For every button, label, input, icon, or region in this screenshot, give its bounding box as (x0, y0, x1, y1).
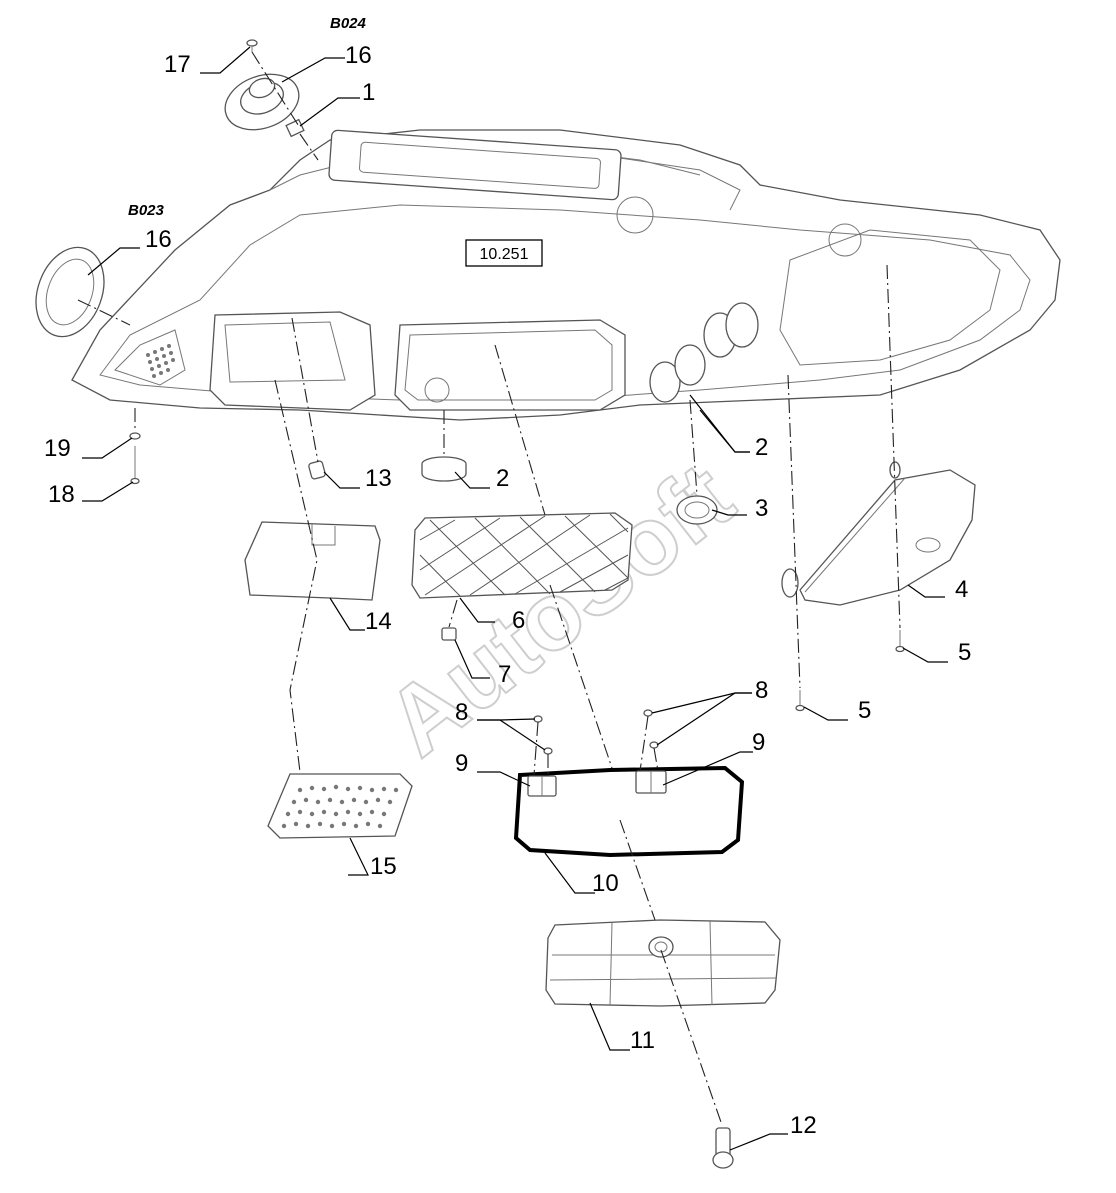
callout-8-left: 8 (455, 699, 468, 726)
screw-5-left (795, 690, 805, 712)
callout-7: 7 (498, 661, 511, 688)
cover-4 (781, 461, 976, 606)
screw-17 (246, 39, 258, 52)
callout-8-right: 8 (755, 677, 768, 704)
callout-2-right: 2 (755, 434, 768, 461)
net-pocket-6 (411, 512, 633, 599)
speaker-grille-dots (146, 344, 175, 378)
callout-11: 11 (630, 1027, 655, 1054)
lamp-2-right (649, 344, 706, 403)
callout-18: 18 (48, 481, 75, 508)
lid-11 (545, 919, 781, 1007)
grille-15 (267, 773, 413, 839)
callout-1: 1 (362, 79, 375, 106)
callout-4: 4 (955, 576, 968, 603)
screw-8-left-bottom (543, 747, 553, 755)
ring-3 (676, 495, 718, 525)
screw-8-left-top (533, 715, 543, 723)
screw-8-right-bottom (649, 741, 659, 749)
knob-12 (712, 1127, 734, 1169)
reference-box: 10.251 (465, 239, 543, 267)
callout-16-upper: 16 (345, 42, 372, 69)
seal-frame-10 (513, 765, 745, 858)
hinge-9-right (635, 770, 667, 794)
assembly-lines (77, 51, 901, 1126)
callout-6: 6 (512, 607, 525, 634)
washer-19 (129, 432, 141, 440)
group-label-b024: B024 (330, 15, 367, 32)
callout-19: 19 (44, 435, 71, 462)
group-label-b023: B023 (128, 202, 165, 219)
callout-9-left: 9 (455, 750, 468, 777)
reference-box-text: 10.251 (480, 246, 529, 263)
hinge-9-left (527, 775, 557, 797)
leader-lines (82, 46, 948, 1151)
callout-9-right: 9 (752, 729, 765, 756)
screw-8-right-top (643, 709, 653, 717)
callout-5-right: 5 (958, 639, 971, 666)
screw-5-right (895, 630, 905, 653)
callout-14: 14 (365, 608, 392, 635)
clip-1 (285, 118, 305, 138)
clip-7 (441, 627, 457, 641)
callout-12: 12 (790, 1112, 817, 1139)
callout-2-center: 2 (496, 465, 509, 492)
screw-18 (130, 446, 140, 485)
cover-14 (244, 521, 381, 601)
headliner-panel (71, 129, 1061, 421)
clip-13 (308, 460, 326, 480)
speaker-upper (224, 73, 300, 131)
callout-15: 15 (370, 853, 397, 880)
watermark: AutoSoft (367, 443, 752, 777)
cap-2-center (421, 456, 467, 482)
speaker-lower (35, 246, 105, 338)
callout-13: 13 (365, 465, 392, 492)
callout-16-lower: 16 (145, 226, 172, 253)
callout-3: 3 (755, 495, 768, 522)
callout-17: 17 (164, 51, 191, 78)
callout-10: 10 (592, 870, 619, 897)
callout-5-left: 5 (858, 697, 871, 724)
